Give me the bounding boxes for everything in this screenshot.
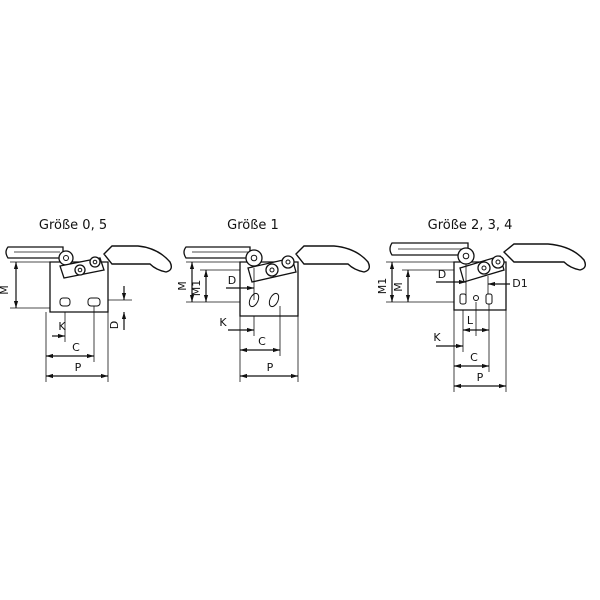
figure-size-0-5: Größe 0, 5 <box>0 218 173 382</box>
label-m1: M1 <box>376 278 389 295</box>
dimension-lines <box>186 261 299 382</box>
label-d: D <box>438 268 446 281</box>
label-k: K <box>58 320 66 333</box>
label-c: C <box>72 341 80 354</box>
figure-size-1: Größe 1 <box>176 218 371 382</box>
label-m: M <box>0 285 11 295</box>
dimension-labels: M M1 D K C P <box>176 274 274 374</box>
label-l: L <box>467 314 474 327</box>
label-p: P <box>477 371 484 384</box>
label-c: C <box>470 351 478 364</box>
label-d: D <box>108 321 121 329</box>
figure-title: Größe 2, 3, 4 <box>428 218 513 233</box>
figure-title: Größe 1 <box>227 218 279 233</box>
figure-title: Größe 0, 5 <box>39 218 107 233</box>
label-d1: D1 <box>512 277 527 290</box>
label-k: K <box>433 331 441 344</box>
dimension-labels: M D K C P <box>0 285 121 374</box>
label-k: K <box>219 316 227 329</box>
label-m1: M1 <box>190 280 203 297</box>
dimension-labels: M1 M D D1 L K C P <box>376 268 528 384</box>
dimension-lines <box>10 261 132 382</box>
label-m: M <box>392 282 405 292</box>
clamp-drawing <box>183 245 371 317</box>
dimension-lines <box>386 261 510 392</box>
label-c: C <box>258 335 266 348</box>
label-d: D <box>228 274 236 287</box>
label-p: P <box>267 361 274 374</box>
label-p: P <box>75 361 82 374</box>
clamp-drawing <box>5 245 173 313</box>
clamp-drawing <box>389 242 587 311</box>
figure-size-2-3-4: Größe 2, 3, 4 <box>376 218 587 392</box>
label-m: M <box>176 281 189 291</box>
